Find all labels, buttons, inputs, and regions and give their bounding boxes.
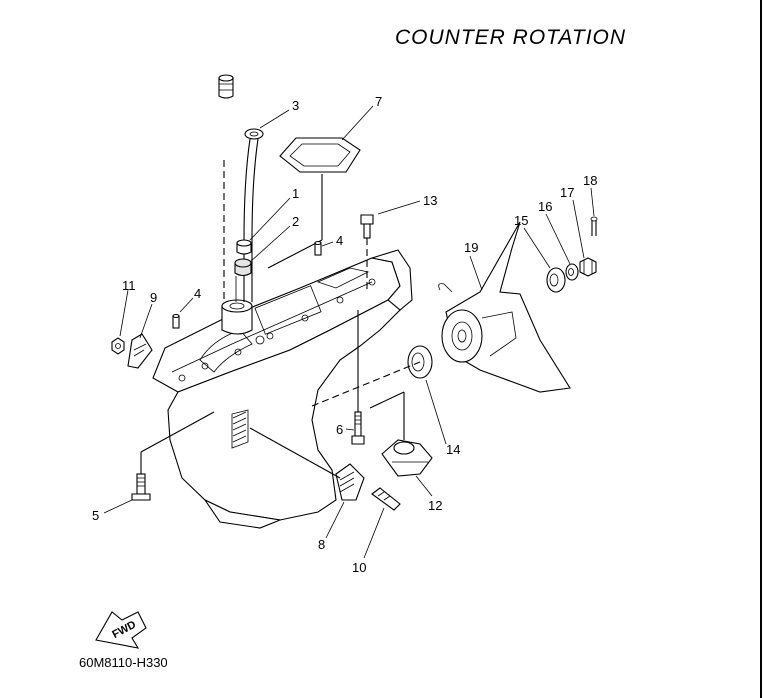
part-anode-9: [127, 333, 153, 369]
callout-1: 1: [292, 186, 299, 201]
callout-17: 17: [560, 185, 574, 200]
anode-8-guide: [249, 427, 341, 479]
part-gasket: [279, 137, 361, 173]
callout-10: 10: [352, 560, 366, 575]
callout-16: 16: [538, 199, 552, 214]
part-bolt-5: [131, 473, 151, 501]
callout-11: 11: [122, 278, 136, 293]
part-washer-16: [565, 263, 579, 281]
callout-8: 8: [318, 537, 325, 552]
propeller-shaft-axis: [311, 361, 421, 407]
callout-2: 2: [292, 214, 299, 229]
callout-4b: 4: [194, 286, 201, 301]
diagram-title: COUNTER ROTATION: [395, 26, 627, 49]
part-grommet: [236, 239, 252, 255]
callout-numbers: 3 7 1 2 4 4 11 9 13 19 15 16 17 18 6 14 …: [92, 94, 597, 575]
callout-18: 18: [583, 173, 597, 188]
callout-12: 12: [428, 498, 442, 513]
callout-13: 13: [423, 193, 437, 208]
part-dowel-pin-b: [172, 313, 180, 329]
part-water-pipe: [218, 74, 264, 302]
cover-12-guide-2: [369, 391, 405, 409]
lower-casing: [152, 249, 413, 529]
callout-15: 15: [514, 213, 528, 228]
part-anode-8: [335, 463, 365, 501]
part-bolt-10: [371, 487, 401, 511]
callout-4a: 4: [336, 233, 343, 248]
part-seal: [234, 258, 252, 277]
callout-9: 9: [150, 290, 157, 305]
callout-3: 3: [292, 98, 299, 113]
gasket-guide-line-2: [267, 239, 323, 269]
leader-lines: [103, 105, 595, 559]
callout-5: 5: [92, 508, 99, 523]
bolt-5-guide-2: [140, 411, 215, 453]
callout-7: 7: [375, 94, 382, 109]
callout-19: 19: [464, 240, 478, 255]
part-nut-11: [111, 337, 125, 355]
part-propeller-19: [438, 221, 571, 393]
callout-14: 14: [446, 442, 460, 457]
fwd-arrow: FWD: [95, 611, 147, 649]
part-bolt-6: [351, 411, 365, 445]
part-dowel-pin-a: [314, 240, 322, 256]
part-cover-12: [381, 439, 433, 477]
part-spacer-15: [546, 267, 566, 293]
callout-6: 6: [336, 422, 343, 437]
part-cotter-pin-18: [590, 216, 598, 236]
part-nut-17: [579, 257, 597, 277]
part-bolt-13: [360, 214, 374, 239]
reference-code: 60M8110-H330: [79, 655, 168, 670]
